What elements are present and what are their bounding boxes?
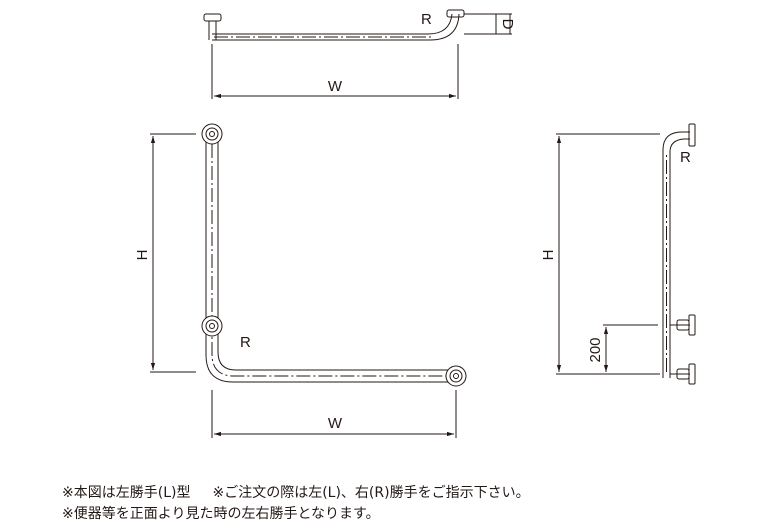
top-w-label: W: [328, 78, 343, 95]
note-line-1: ※本図は左勝手(L)型 ※ご注文の際は左(L)、右(R)勝手をご指示下さい。: [62, 483, 530, 504]
front-w-label: W: [328, 415, 343, 432]
note-handedness: ※本図は左勝手(L)型: [62, 485, 191, 501]
side-200-label: 200: [587, 337, 604, 362]
front-view: [150, 123, 467, 438]
notes: ※本図は左勝手(L)型 ※ご注文の際は左(L)、右(R)勝手をご指示下さい。 ※便…: [62, 483, 530, 525]
top-r-label: R: [421, 11, 432, 28]
front-r-label: R: [240, 334, 251, 351]
top-d-label: D: [499, 19, 516, 30]
top-view: [203, 9, 512, 99]
note-ordering: ※ご注文の際は左(L)、右(R)勝手をご指示下さい。: [212, 485, 530, 501]
side-h-label: H: [540, 250, 557, 261]
front-h-label: H: [134, 250, 151, 261]
note-line-2: ※便器等を正面より見た時の左右勝手となります。: [62, 506, 380, 522]
grab-bar-drawing: R D W H R W: [134, 9, 696, 438]
side-view: [556, 123, 696, 385]
side-r-label: R: [680, 149, 691, 166]
